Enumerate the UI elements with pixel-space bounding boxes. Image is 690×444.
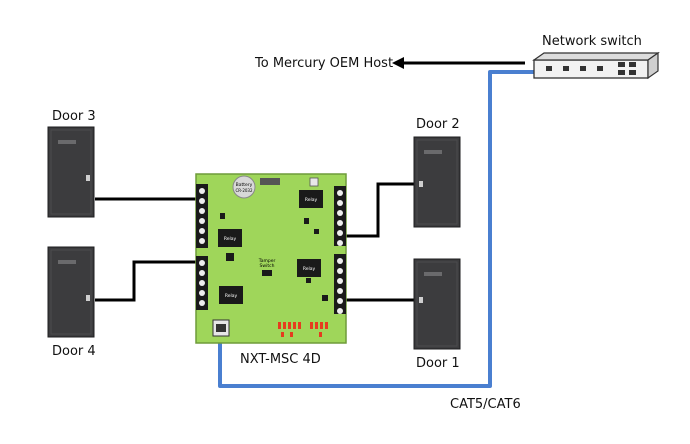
battery: Battery CR-2032 <box>232 175 256 199</box>
controller-board: Battery CR-2032 Relay Relay Relay Relay … <box>195 173 347 344</box>
door-3 <box>47 126 95 218</box>
ethernet-port <box>212 319 230 337</box>
relay-3-label: Relay <box>303 266 316 272</box>
battery-model: CR-2032 <box>235 188 252 193</box>
relay-2-label: Relay <box>224 236 237 242</box>
relay-4-label: Relay <box>225 293 238 299</box>
relay-1-label: Relay <box>305 197 318 203</box>
door-4-label: Door 4 <box>52 344 96 359</box>
door-4 <box>47 246 95 338</box>
tamper-sub-label: Switch <box>260 263 275 269</box>
network-switch-label: Network switch <box>542 34 642 49</box>
door-1-label: Door 1 <box>416 356 460 371</box>
door-3-label: Door 3 <box>52 109 96 124</box>
terminal-strips-right <box>334 186 346 314</box>
door-1 <box>413 258 461 350</box>
host-label: To Mercury OEM Host <box>254 56 393 71</box>
tamper-switch: Tamper Switch <box>258 258 276 276</box>
controller-label: NXT-MSC 4D <box>240 352 321 367</box>
terminal-strips-left <box>196 184 208 310</box>
cat-cable <box>218 70 535 388</box>
door-2 <box>413 136 461 228</box>
network-switch <box>532 51 660 80</box>
wire-door2 <box>343 182 414 238</box>
status-leds <box>278 322 328 337</box>
tamper-label: Tamper <box>258 258 276 264</box>
battery-label: Battery <box>236 182 253 188</box>
wire-door4 <box>95 260 198 302</box>
relay-3: Relay <box>297 259 321 277</box>
cable-label: CAT5/CAT6 <box>450 397 521 412</box>
relay-1: Relay <box>299 190 323 208</box>
relay-4: Relay <box>219 286 243 304</box>
relay-2: Relay <box>218 229 242 247</box>
host-arrow-head <box>392 57 404 69</box>
door-2-label: Door 2 <box>416 117 460 132</box>
